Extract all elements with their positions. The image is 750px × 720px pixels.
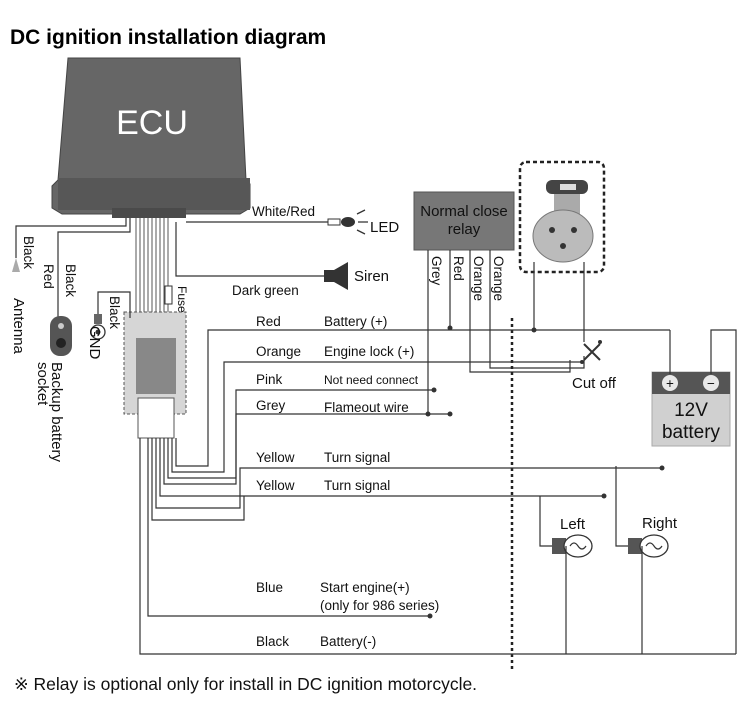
cut-off-switch-icon: [580, 340, 602, 364]
led-icon: [327, 209, 368, 235]
antenna-icon: [12, 258, 20, 272]
backup-battery-socket-icon: [50, 316, 72, 356]
siren-icon: [324, 262, 348, 290]
red-wire-label: Red: [41, 264, 56, 289]
wire-1-color: Orange: [256, 344, 301, 359]
wire-4-color: Yellow: [256, 450, 295, 465]
diagram-title: DC ignition installation diagram: [10, 26, 326, 49]
wire-2-function: Not need connect: [324, 373, 419, 387]
white-red-wire-label: White/Red: [252, 204, 315, 219]
antenna-label: Antenna: [10, 298, 27, 355]
left-bulb-icon: [552, 534, 593, 558]
wire-6-color: Blue: [256, 580, 283, 595]
wire-5-color: Yellow: [256, 478, 295, 493]
siren-label: Siren: [354, 268, 389, 285]
black-backup-wire-label: Black: [63, 264, 78, 297]
right-bulb-label: Right: [642, 515, 678, 532]
wire-3-function: Flameout wire: [324, 400, 409, 415]
right-bulb-icon: [628, 534, 669, 558]
wire-6-function: Start engine(+): [320, 580, 410, 595]
fuse-icon: [164, 285, 173, 305]
relay-wire-orange-2-label: Orange: [491, 256, 506, 301]
cut-off-label: Cut off: [572, 375, 617, 392]
wire-1-function: Engine lock (+): [324, 344, 414, 359]
relay-wire-orange-1-label: Orange: [471, 256, 486, 301]
battery-voltage: 12V: [674, 400, 708, 421]
ecu-unit: ECU: [51, 57, 251, 218]
wire-0-color: Red: [256, 314, 281, 329]
relay-label-1: Normal close: [420, 203, 508, 220]
left-bulb-label: Left: [560, 516, 586, 533]
relay-wire-red-label: Red: [451, 256, 466, 281]
gnd-icon: [90, 314, 106, 340]
black-gnd-wire-label: Black: [107, 296, 122, 329]
battery-12v: + − 12V battery: [651, 371, 731, 447]
wire-harness: Fuse: [135, 218, 189, 320]
battery-minus: −: [707, 376, 715, 391]
wire-0-function: Battery (+): [324, 314, 387, 329]
wire-6-function-note: (only for 986 series): [320, 598, 439, 613]
battery-label: battery: [662, 422, 721, 443]
output-wires: [139, 325, 736, 655]
backup-socket-label-1: Backup battery: [48, 362, 65, 463]
ecu-label: ECU: [116, 104, 188, 142]
battery-plus: +: [666, 376, 674, 391]
wire-connector: [123, 311, 187, 439]
gnd-label: GND: [86, 326, 103, 360]
black-antenna-wire-label: Black: [21, 236, 36, 269]
wire-7-function: Battery(-): [320, 634, 376, 649]
wire-2-color: Pink: [256, 372, 283, 387]
wire-5-function: Turn signal: [324, 478, 390, 493]
wire-7-color: Black: [256, 634, 289, 649]
normal-close-relay: Normal close relay: [413, 191, 515, 251]
dark-green-wire-label: Dark green: [232, 283, 299, 298]
wire-3-color: Grey: [256, 398, 286, 413]
ignition-switch-icon: [518, 160, 606, 274]
led-label: LED: [370, 219, 399, 236]
backup-socket-label-2: socket: [34, 362, 51, 406]
fuse-label: Fuse: [175, 286, 189, 313]
footnote: ※ Relay is optional only for install in …: [14, 674, 477, 694]
wire-4-function: Turn signal: [324, 450, 390, 465]
relay-label-2: relay: [448, 221, 481, 238]
relay-wire-grey-label: Grey: [429, 256, 444, 286]
